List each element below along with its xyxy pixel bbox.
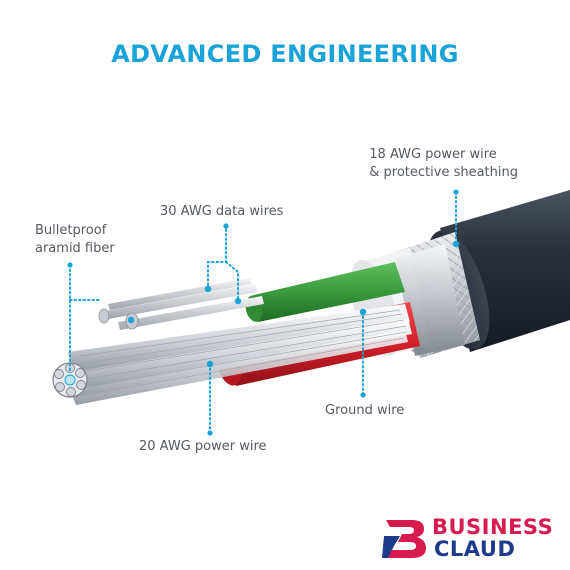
label-aramid-line2: aramid fiber bbox=[35, 240, 115, 258]
brand-logo: BUSINESS CLAUD bbox=[382, 514, 562, 562]
label-18awg-line2: & protective sheathing bbox=[369, 164, 518, 182]
data-strands bbox=[99, 278, 264, 330]
label-ground-wire: Ground wire bbox=[325, 402, 404, 420]
label-aramid-line1: Bulletproof bbox=[35, 222, 115, 240]
logo-b-icon bbox=[382, 514, 430, 562]
label-30awg-data-wires: 30 AWG data wires bbox=[160, 203, 283, 221]
label-18awg-power-wire: 18 AWG power wire & protective sheathing bbox=[369, 146, 518, 182]
logo-word-top: BUSINESS bbox=[432, 516, 553, 538]
label-18awg-line1: 18 AWG power wire bbox=[369, 146, 518, 164]
label-aramid-fiber: Bulletproof aramid fiber bbox=[35, 222, 115, 258]
label-20awg-power-wire: 20 AWG power wire bbox=[139, 438, 267, 456]
logo-word-bottom: CLAUD bbox=[434, 538, 515, 560]
